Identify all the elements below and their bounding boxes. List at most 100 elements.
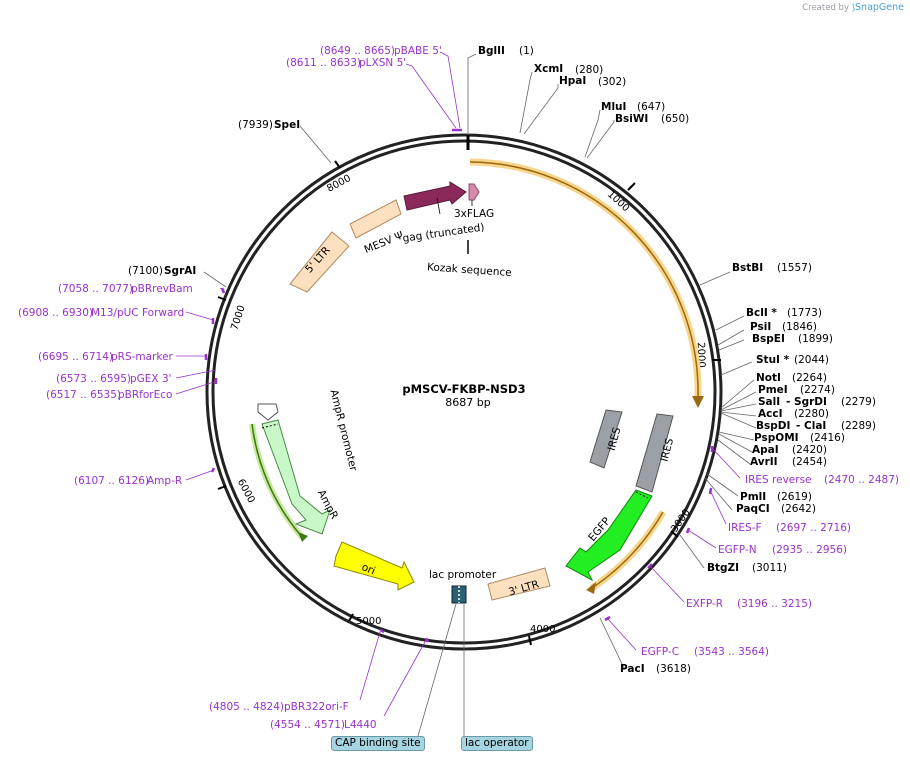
primer-prsmarker-name: pRS-marker — [111, 351, 174, 363]
primer-egfpc-range: (3543 .. 3564) — [694, 646, 769, 658]
primer-plxsn-range: (8611 .. 8633) — [286, 57, 361, 69]
tick-4000: 4000 — [530, 624, 555, 635]
enzyme-sgrai-pos: (7100) — [128, 265, 163, 277]
primer-l4440-range: (4554 .. 4571) — [270, 719, 345, 731]
orf-small-arc — [591, 511, 664, 589]
enzyme-noti-pos: (2264) — [792, 372, 827, 384]
enzyme-apai-name: ApaI — [752, 444, 779, 456]
enzyme-pmei-pos: (2274) — [800, 384, 835, 396]
feature-ampr-promoter — [257, 403, 279, 421]
enzyme-mlui-name: MluI — [601, 101, 626, 113]
enzyme-paci-pos: (3618) — [656, 663, 691, 675]
enzyme-bspdi-pos: (2289) — [841, 420, 876, 432]
orf-ampr-arrowhead — [298, 532, 308, 542]
enzyme-sali-pos: (2279) — [841, 396, 876, 408]
primer-iresrev-name: IRES reverse — [745, 474, 812, 486]
enzyme-spei-name: SpeI — [274, 119, 300, 131]
label-kozak: Kozak sequence — [427, 261, 512, 279]
tick-8000: 8000 — [325, 173, 353, 195]
tick-5000: 5000 — [356, 616, 381, 627]
enzyme-bglii-name: BglII — [478, 45, 505, 57]
enzyme-psii-pos: (1846) — [782, 321, 817, 333]
enzyme-pspomi-pos: (2416) — [810, 432, 845, 444]
enzyme-stui-name: StuI * — [756, 354, 790, 366]
enzyme-bsiwi-name: BsiWI — [615, 113, 648, 125]
enzyme-pspomi-name: PspOMI — [754, 432, 799, 444]
primer-egfpn-name: EGFP-N — [718, 544, 757, 556]
enzyme-spei-pos: (7939) — [238, 119, 273, 131]
enzyme-bsiwi-pos: (650) — [661, 113, 689, 125]
enzyme-sgrdi-name: - SgrDI — [786, 396, 827, 408]
enzyme-paci-name: PacI — [620, 663, 645, 675]
enzyme-xcmi-name: XcmI — [534, 63, 563, 75]
enzyme-bspei-name: BspEI — [752, 333, 785, 345]
label-ori: ori — [360, 561, 377, 577]
primer-pgex-range: (6573 .. 6595) — [56, 373, 131, 385]
enzyme-pmli-pos: (2619) — [777, 491, 812, 503]
orf-main-glow — [469, 158, 702, 399]
primer-m13puc-range: (6908 .. 6930) — [18, 307, 93, 319]
primer-exfpr-range: (3196 .. 3215) — [737, 598, 812, 610]
enzyme-xcmi-pos: (280) — [575, 64, 603, 76]
enzyme-noti-name: NotI — [756, 372, 781, 384]
enzyme-psii-name: PsiI — [750, 321, 771, 333]
orf-ampr-arc — [251, 423, 303, 538]
primer-plxsn-name: pLXSN 5' — [359, 57, 406, 69]
enzyme-bglii-pos: (1) — [519, 45, 534, 57]
primer-ampr-range: (6107 .. 6126) — [74, 475, 149, 487]
orf-small-arrowhead — [586, 582, 596, 594]
label-cap-binding-site: CAP binding site — [331, 736, 425, 751]
primer-iresf-range: (2697 .. 2716) — [776, 522, 851, 534]
plasmid-size: 8687 bp — [445, 396, 490, 409]
enzyme-acci-pos: (2280) — [794, 408, 829, 420]
primer-l4440-name: L4440 — [344, 719, 377, 731]
snapgene-credit: Created by ⟆SnapGene — [802, 2, 904, 13]
label-3xflag: 3xFLAG — [454, 208, 494, 220]
primer-pbrforeco-range: (6517 .. 6535) — [46, 389, 121, 401]
credit-brand: SnapGene — [855, 2, 904, 13]
enzyme-bstbi-name: BstBI — [732, 262, 763, 274]
primer-egfpc-name: EGFP-C — [641, 646, 679, 658]
primer-exfpr-name: EXFP-R — [686, 598, 723, 610]
enzyme-paqci-pos: (2642) — [781, 503, 816, 515]
enzyme-stui-pos: (2044) — [794, 354, 829, 366]
feature-ampr — [261, 419, 331, 535]
tick-2000: 2000 — [695, 342, 707, 368]
enzyme-avrii-name: AvrII — [750, 456, 778, 468]
primer-marks — [204, 128, 714, 643]
enzyme-pmli-name: PmlI — [740, 491, 766, 503]
enzyme-avrii-pos: (2454) — [792, 456, 827, 468]
orf-main-arrowhead — [692, 396, 704, 408]
primer-pgex-name: pGEX 3' — [130, 373, 172, 385]
orf-main-arc — [469, 161, 699, 399]
feature-gag — [403, 181, 467, 211]
enzyme-labels: BglII (1) XcmI (280) HpaI (302) MluI (64… — [128, 45, 876, 675]
ampr-junction — [261, 423, 279, 429]
primer-pbrforeco-name: pBRforEco — [118, 389, 172, 401]
credit-prefix: Created by — [802, 3, 849, 13]
feature-ires-1 — [589, 409, 623, 469]
enzyme-hpai-pos: (302) — [598, 76, 626, 88]
enzyme-apai-pos: (2420) — [792, 444, 827, 456]
enzyme-acci-name: AccI — [758, 408, 782, 420]
label-lac-operator: lac operator — [461, 736, 533, 751]
feature-3xflag — [468, 183, 480, 201]
label-lac-promoter: lac promoter — [429, 569, 497, 581]
gag-leader — [436, 197, 441, 215]
label-ampr-promoter: AmpR promoter — [327, 388, 359, 473]
enzyme-paqci-name: PaqCI — [736, 503, 770, 515]
enzyme-sgrai-name: SgrAI — [164, 265, 196, 277]
feature-ori — [333, 541, 415, 591]
enzyme-bstbi-pos: (1557) — [777, 262, 812, 274]
primer-leaders — [175, 51, 741, 717]
enzyme-btgzi-name: BtgZI — [707, 562, 739, 574]
tick-7000: 7000 — [229, 304, 247, 332]
primer-pbabe-name: pBABE 5' — [394, 45, 442, 57]
primer-egfpn-range: (2935 .. 2956) — [772, 544, 847, 556]
cap-site-leader — [417, 603, 457, 737]
enzyme-bspei-pos: (1899) — [798, 333, 833, 345]
feature-ires-2 — [635, 413, 674, 493]
enzyme-mlui-pos: (647) — [637, 101, 665, 113]
enzyme-pmei-name: PmeI — [758, 384, 788, 396]
